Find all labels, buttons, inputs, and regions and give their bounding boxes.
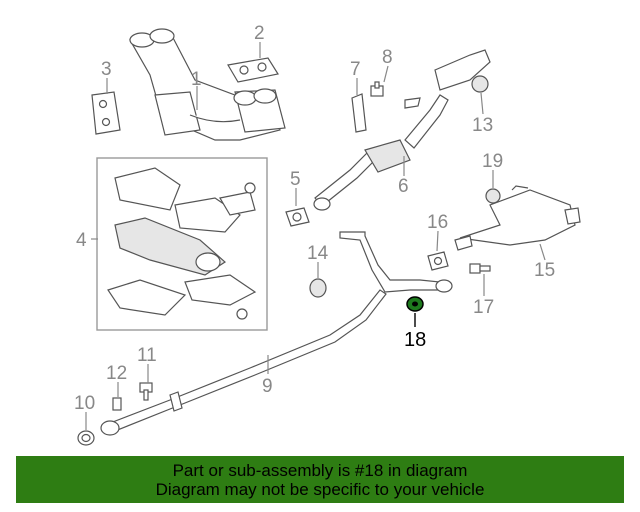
part-15-muffler[interactable] [454,185,581,251]
callout-1: 1 [191,69,202,90]
part-10-gasket[interactable] [77,430,95,446]
callout-8: 8 [382,47,393,68]
part-7-bracket[interactable] [351,93,367,133]
part-4-catalytic-converter-assembly[interactable] [96,157,268,331]
info-banner: Part or sub-assembly is #18 in diagram D… [16,456,624,503]
leader-lines [85,42,546,430]
part-14-hanger[interactable] [309,278,327,298]
callout-6: 6 [398,176,409,197]
callout-12: 12 [106,363,127,384]
callout-19: 19 [482,151,503,172]
callout-3: 3 [101,59,112,80]
part-6-front-pipe-catalyst[interactable] [313,49,491,211]
part-13-hanger[interactable] [471,75,489,93]
part-1-exhaust-manifold[interactable] [129,28,286,141]
callout-17: 17 [473,297,494,318]
part-8-bolt[interactable] [370,81,384,97]
part-11-bolt[interactable] [139,382,153,401]
part-2-gasket[interactable] [227,57,279,83]
callout-labels: 1 2 3 4 5 6 7 8 9 10 11 12 13 14 15 16 1… [74,23,555,414]
part-19-hanger[interactable] [485,188,501,204]
callout-9: 9 [262,376,273,397]
callout-4: 4 [76,230,87,251]
callout-10: 10 [74,393,95,414]
callout-13: 13 [472,115,493,136]
part-9-center-pipe[interactable] [100,231,453,436]
banner-line-1: Part or sub-assembly is #18 in diagram [172,461,468,480]
banner-line-2: Diagram may not be specific to your vehi… [155,480,485,499]
callout-14: 14 [307,243,329,264]
part-5-gasket[interactable] [285,207,310,227]
callout-2: 2 [254,23,265,44]
part-17-bolt[interactable] [469,263,491,274]
callout-7: 7 [350,59,361,80]
callout-16: 16 [427,212,448,233]
part-12-stud[interactable] [112,397,122,411]
callout-15: 15 [534,260,555,281]
callout-11: 11 [137,345,157,366]
part-3-gasket[interactable] [91,91,121,135]
callout-18: 18 [404,329,426,351]
part-18-hanger-highlighted[interactable] [406,296,424,312]
callout-5: 5 [290,169,301,190]
exhaust-parts-diagram: 1 2 3 4 5 6 7 8 9 10 11 12 13 14 15 16 1… [74,23,581,446]
part-16-gasket[interactable] [427,251,449,271]
